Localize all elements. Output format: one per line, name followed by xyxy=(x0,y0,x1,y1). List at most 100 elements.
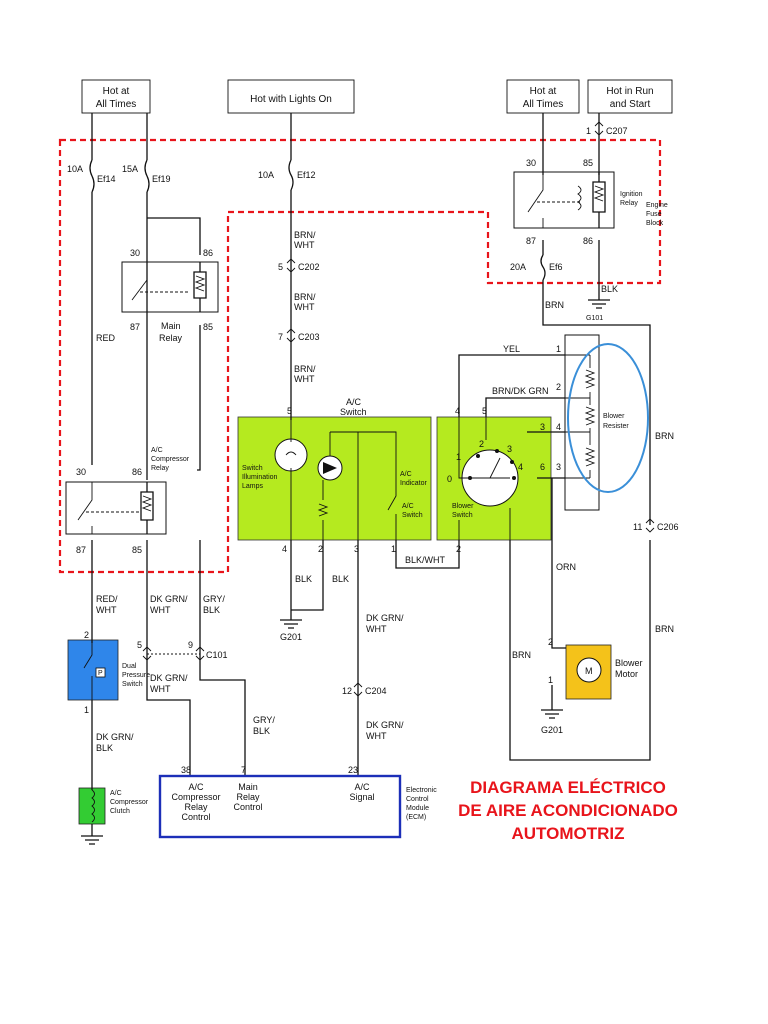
ecm-input-main-2: Relay xyxy=(236,792,260,802)
wire-label-brn-wht-2b: WHT xyxy=(294,302,315,312)
blower-resister-pin-3a: 3 xyxy=(540,422,545,432)
wire-label-brn-wht-1b: WHT xyxy=(294,240,315,250)
connector-c203: 7 C203 xyxy=(278,328,320,343)
wire-label-gry-blk-2a: GRY/ xyxy=(253,715,275,725)
ecm-pin-23: 23 xyxy=(348,765,358,775)
compressor-clutch: A/C Compressor Clutch xyxy=(91,789,149,823)
ignition-relay-pin-87: 87 xyxy=(526,236,536,246)
ac-switch-label-1: A/C xyxy=(346,397,362,407)
wire-label-dkgrn-wht-1b: WHT xyxy=(150,605,171,615)
ecm-input-compressor-3: Relay xyxy=(184,802,208,812)
main-relay-label-1: Main xyxy=(161,321,181,331)
ac-switch-switch-label-2: Switch xyxy=(402,512,423,519)
main-relay-pin-30: 30 xyxy=(130,248,140,258)
blower-switch-off: 0 xyxy=(447,474,452,484)
wire-label-dkgrn-wht-3a: DK GRN/ xyxy=(366,613,404,623)
blower-switch-pin-2-bottom: 2 xyxy=(456,544,461,554)
ac-switch-pin-2: 2 xyxy=(318,544,323,554)
wire-label-brn-4: BRN xyxy=(512,650,531,660)
ac-switch-pin-5: 5 xyxy=(287,406,292,416)
fuse-ef19: 15A Ef19 xyxy=(122,159,171,193)
title-line-1: DIAGRAMA ELÉCTRICO xyxy=(470,778,666,797)
wire-label-blk-1: BLK xyxy=(295,574,312,584)
dual-pressure-label-2: Pressure xyxy=(122,672,150,679)
wire-label-brn-wht-3b: WHT xyxy=(294,374,315,384)
compressor-clutch-label-2: Compressor xyxy=(110,799,149,806)
fuse-ef19-id: Ef19 xyxy=(152,174,171,184)
ecm-input-main-3: Control xyxy=(233,802,262,812)
connector-c203-id: C203 xyxy=(298,332,320,342)
ground-g101: G101 xyxy=(586,299,610,322)
blower-motor-pin-1: 1 xyxy=(548,675,553,685)
fuse-ef12-id: Ef12 xyxy=(297,170,316,180)
connector-c202-pin: 5 xyxy=(278,262,283,272)
ecm-input-compressor-4: Control xyxy=(181,812,210,822)
engine-fuse-block-label-2: Fuse xyxy=(646,211,662,218)
blower-switch-label-1: Blower xyxy=(452,503,474,510)
wire-label-dkgrn-wht-2b: WHT xyxy=(150,684,171,694)
ecm-input-compressor-2: Compressor xyxy=(171,792,220,802)
engine-fuse-block-label-3: Block xyxy=(646,220,664,227)
blower-motor-label-1: Blower xyxy=(615,658,643,668)
ignition-relay-label-1: Ignition xyxy=(620,191,643,198)
fuse-ef14-id: Ef14 xyxy=(97,174,116,184)
ecm-input-signal-1: A/C xyxy=(354,782,370,792)
ac-switch-pin-1: 1 xyxy=(391,544,396,554)
ground-clutch xyxy=(81,835,103,845)
ground-g201-left-label: G201 xyxy=(280,632,302,642)
ac-switch-switch-label-1: A/C xyxy=(402,503,414,510)
blower-resister-label-2: Resister xyxy=(603,423,629,430)
engine-fuse-block-label-1: Engine xyxy=(646,202,668,209)
wire-label-red: RED xyxy=(96,333,116,343)
wire-label-brn-1: BRN xyxy=(545,300,564,310)
wire-label-dkgrn-wht-4b: WHT xyxy=(366,731,387,741)
blower-resister-pin-3b: 3 xyxy=(556,462,561,472)
ignition-relay-pin-85: 85 xyxy=(583,158,593,168)
blower-motor-label-2: Motor xyxy=(615,669,638,679)
main-relay-pin-85: 85 xyxy=(203,322,213,332)
source-label-hot-left-1: Hot at xyxy=(103,86,130,97)
blower-switch-pos-2: 2 xyxy=(479,439,484,449)
blower-resister: 1 2 3 4 6 3 Blower Resister xyxy=(540,334,629,511)
connector-c207: 1 C207 xyxy=(586,121,628,136)
blower-switch-pin-4-top: 4 xyxy=(455,406,460,416)
blower-resister-pin-4: 4 xyxy=(556,422,561,432)
ignition-relay: 30 85 87 86 Ignition Relay Engine Fuse B… xyxy=(513,158,668,246)
dual-pressure-pin-2: 2 xyxy=(84,630,89,640)
ac-switch-indicator-label-2: Indicator xyxy=(400,480,428,487)
ecm-label-2: Control xyxy=(406,796,429,803)
blower-resister-pin-1: 1 xyxy=(556,344,561,354)
compressor-relay-pin-87: 87 xyxy=(76,545,86,555)
source-label-lights-on: Hot with Lights On xyxy=(250,94,332,105)
fuse-ef14-amps: 10A xyxy=(67,164,83,174)
wire-label-red-wht-2: WHT xyxy=(96,605,117,615)
dual-pressure-pin-1: 1 xyxy=(84,705,89,715)
blower-switch-pin-5: 5 xyxy=(482,406,487,416)
blower-motor-symbol: M xyxy=(585,666,593,676)
wire-label-dkgrn-wht-4a: DK GRN/ xyxy=(366,720,404,730)
ecm-input-main-1: Main xyxy=(238,782,258,792)
ac-switch-pin-3: 3 xyxy=(354,544,359,554)
fuse-ef12: 10A Ef12 xyxy=(258,159,316,191)
fuse-ef6-id: Ef6 xyxy=(549,262,563,272)
fuse-ef14: 10A Ef14 xyxy=(67,159,116,193)
source-box-hot-at-all-times-left xyxy=(81,79,151,114)
ecm-label-1: Electronic xyxy=(406,787,437,794)
wire-label-brn-3: BRN xyxy=(655,624,674,634)
source-label-hot-right-1: Hot at xyxy=(530,86,557,97)
compressor-relay-label-2: Compressor xyxy=(151,456,190,463)
connector-c204: 12 C204 xyxy=(342,682,387,697)
connector-c203-pin: 7 xyxy=(278,332,283,342)
blower-resister-pin-2: 2 xyxy=(556,382,561,392)
ac-switch-indicator-label-1: A/C xyxy=(400,471,412,478)
compressor-relay-pin-30: 30 xyxy=(76,467,86,477)
wire-label-brn-dkgrn: BRN/DK GRN xyxy=(492,386,549,396)
source-label-run-start-1: Hot in Run xyxy=(606,86,653,97)
harness-outline xyxy=(58,138,662,574)
wire-label-brn-wht-3a: BRN/ xyxy=(294,364,316,374)
connector-c207-pin: 1 xyxy=(586,126,591,136)
ground-g201-right-label: G201 xyxy=(541,725,563,735)
title-line-2: DE AIRE ACONDICIONADO xyxy=(458,801,678,820)
main-relay-pin-87: 87 xyxy=(130,322,140,332)
